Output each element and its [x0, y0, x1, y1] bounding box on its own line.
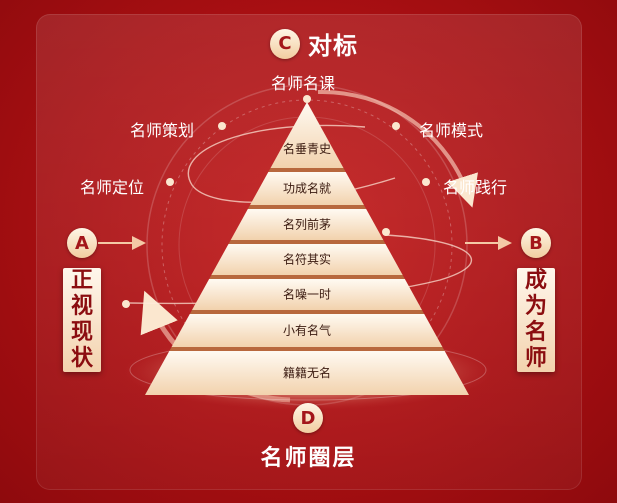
label-right-2: 名师践行 — [443, 178, 508, 197]
pyramid-tier-divider — [228, 240, 386, 244]
pyramid-tier-label: 小有名气 — [283, 323, 331, 338]
pyramid-tier-divider — [143, 395, 471, 399]
label-left-1: 名师策划 — [130, 121, 195, 140]
arc-top-right — [317, 89, 478, 208]
card-b-char: 名 — [524, 320, 547, 345]
pyramid-tier-divider — [268, 168, 346, 172]
card-b-char: 成 — [524, 268, 547, 293]
label-right-1: 名师模式 — [419, 121, 484, 140]
card-b-char: 为 — [524, 294, 547, 319]
dot-left-2 — [166, 178, 174, 186]
pyramid-tier — [230, 209, 384, 240]
badge-b: B — [521, 228, 551, 258]
card-a-char: 视 — [70, 294, 93, 319]
card-a-char: 状 — [70, 346, 93, 371]
card-b-char: 师 — [524, 346, 547, 371]
dot-top — [303, 95, 311, 103]
card-a-char: 现 — [70, 320, 93, 345]
pyramid-tier-label: 名噪一时 — [283, 287, 331, 302]
pyramid-tier — [250, 172, 364, 205]
title-text: 对标 — [308, 32, 358, 60]
pyramid-tier — [191, 279, 423, 310]
pyramid-tier-divider — [169, 347, 445, 351]
pyramid-tier-divider — [247, 205, 367, 209]
pyramid-tier — [145, 351, 469, 395]
pyramid-tier — [171, 314, 443, 347]
header-title: C 对标 — [270, 26, 358, 61]
card-become-master: 成 为 名 师 — [517, 268, 555, 372]
badge-c: C — [270, 28, 300, 59]
dot-right-2 — [422, 178, 430, 186]
card-a-char: 正 — [70, 268, 93, 293]
dot-right-1 — [392, 122, 400, 130]
dot-right-3 — [382, 228, 390, 236]
pyramid-tier — [270, 102, 344, 168]
dot-left-1 — [218, 122, 226, 130]
label-top: 名师名课 — [271, 74, 336, 93]
label-left-2: 名师定位 — [80, 178, 145, 197]
pyramid-tier-label: 名垂青史 — [283, 141, 331, 156]
pyramid-tier-label: 功成名就 — [283, 181, 331, 196]
pyramid-tier-divider — [189, 310, 425, 314]
card-current-state: 正 视 现 状 — [63, 268, 101, 372]
arrow-b — [465, 236, 512, 250]
pyramid-tier-label: 籍籍无名 — [283, 365, 331, 380]
bottom-title: 名师圈层 — [260, 446, 357, 471]
pyramid-tier — [211, 244, 403, 275]
pyramid-tier-divider — [209, 275, 405, 279]
badge-d: D — [293, 403, 323, 433]
pyramid-tier-label: 名列前茅 — [283, 217, 331, 232]
pyramid-tier-label: 名符其实 — [283, 252, 331, 267]
badge-a: A — [67, 228, 97, 258]
dot-left-3 — [122, 300, 130, 308]
arrow-a — [98, 236, 146, 250]
